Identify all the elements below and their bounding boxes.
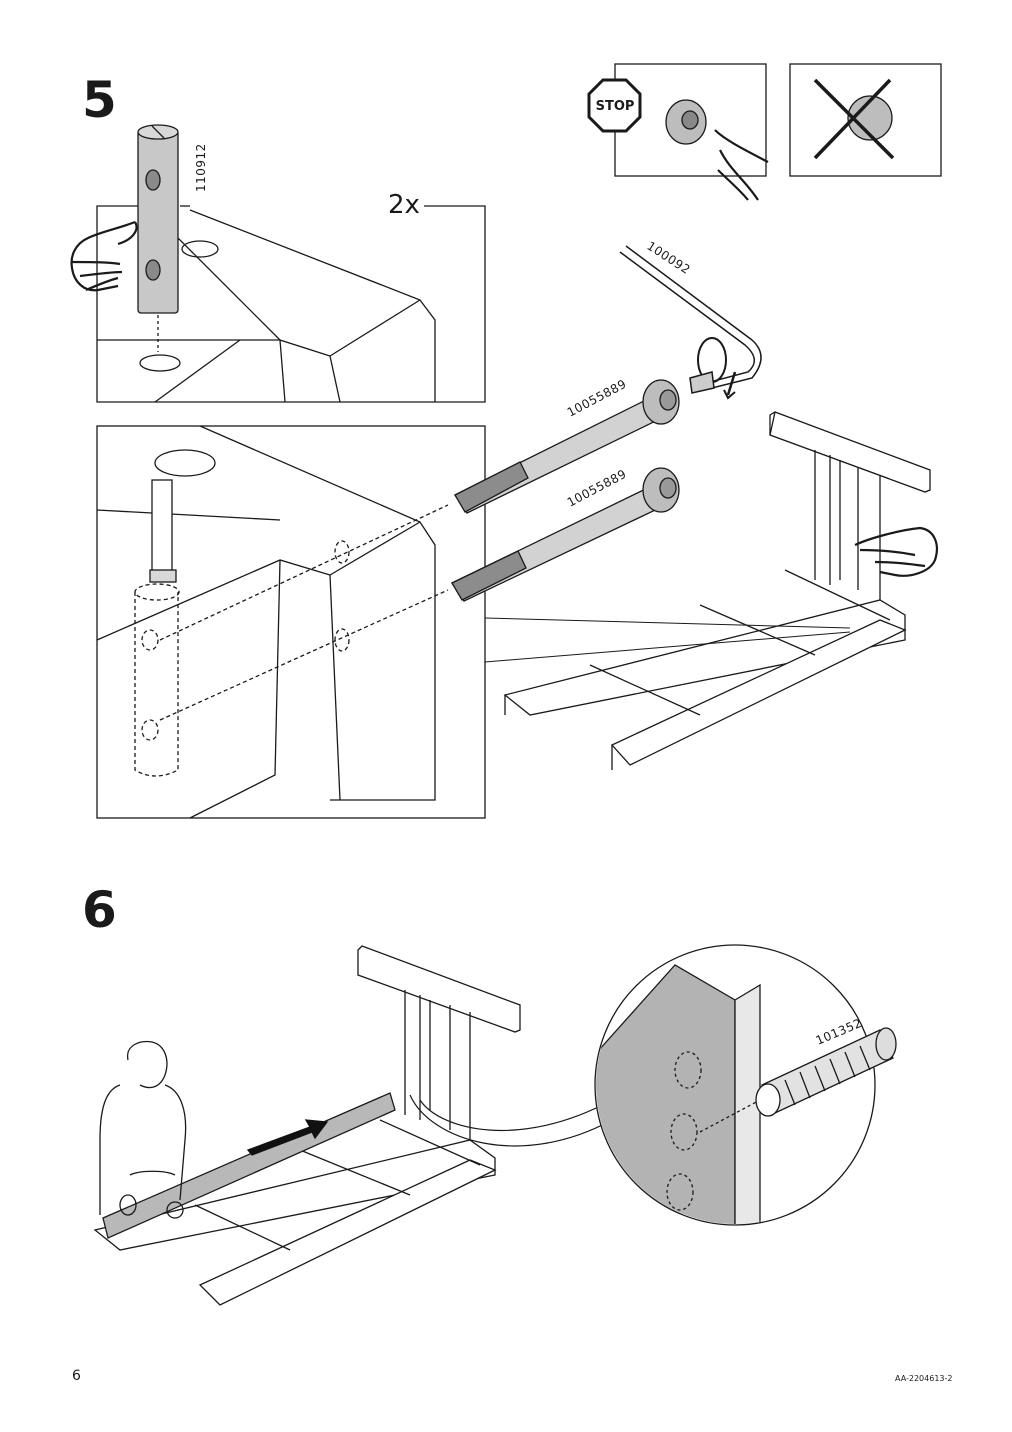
- pointing-hand-right-icon: [854, 526, 938, 577]
- metal-connector-110912: [137, 124, 179, 314]
- detail-box-top: [96, 205, 486, 403]
- quantity-label: 2x: [384, 190, 424, 220]
- step-6-illustration: 101352: [93, 944, 897, 1306]
- step-6-number: 6: [82, 881, 117, 939]
- document-id: AA-2204613-2: [895, 1374, 953, 1383]
- table-frame-step5: [484, 411, 931, 770]
- wood-dowel-101352: [755, 1027, 897, 1117]
- instruction-box-stop: [587, 63, 769, 201]
- page-number: 6: [72, 1368, 81, 1384]
- part-number-110912: 110912: [194, 143, 208, 192]
- person-figure: [99, 1040, 187, 1219]
- step-5-illustration: STOP 110912 100092 10055889 10055889: [70, 63, 942, 819]
- direction-arrow-icon: [246, 1119, 329, 1156]
- detail-box-bottom: [96, 425, 486, 819]
- bolt-lower-10055889: [451, 467, 680, 602]
- bolt-upper-10055889: [454, 379, 680, 514]
- stop-sign-label: STOP: [596, 99, 635, 114]
- instruction-box-wrong: [789, 63, 942, 177]
- pointing-hand-icon: [70, 220, 138, 292]
- part-number-100092: 100092: [644, 239, 693, 277]
- allen-key-100092: [619, 245, 762, 400]
- step-5-number: 5: [82, 71, 117, 129]
